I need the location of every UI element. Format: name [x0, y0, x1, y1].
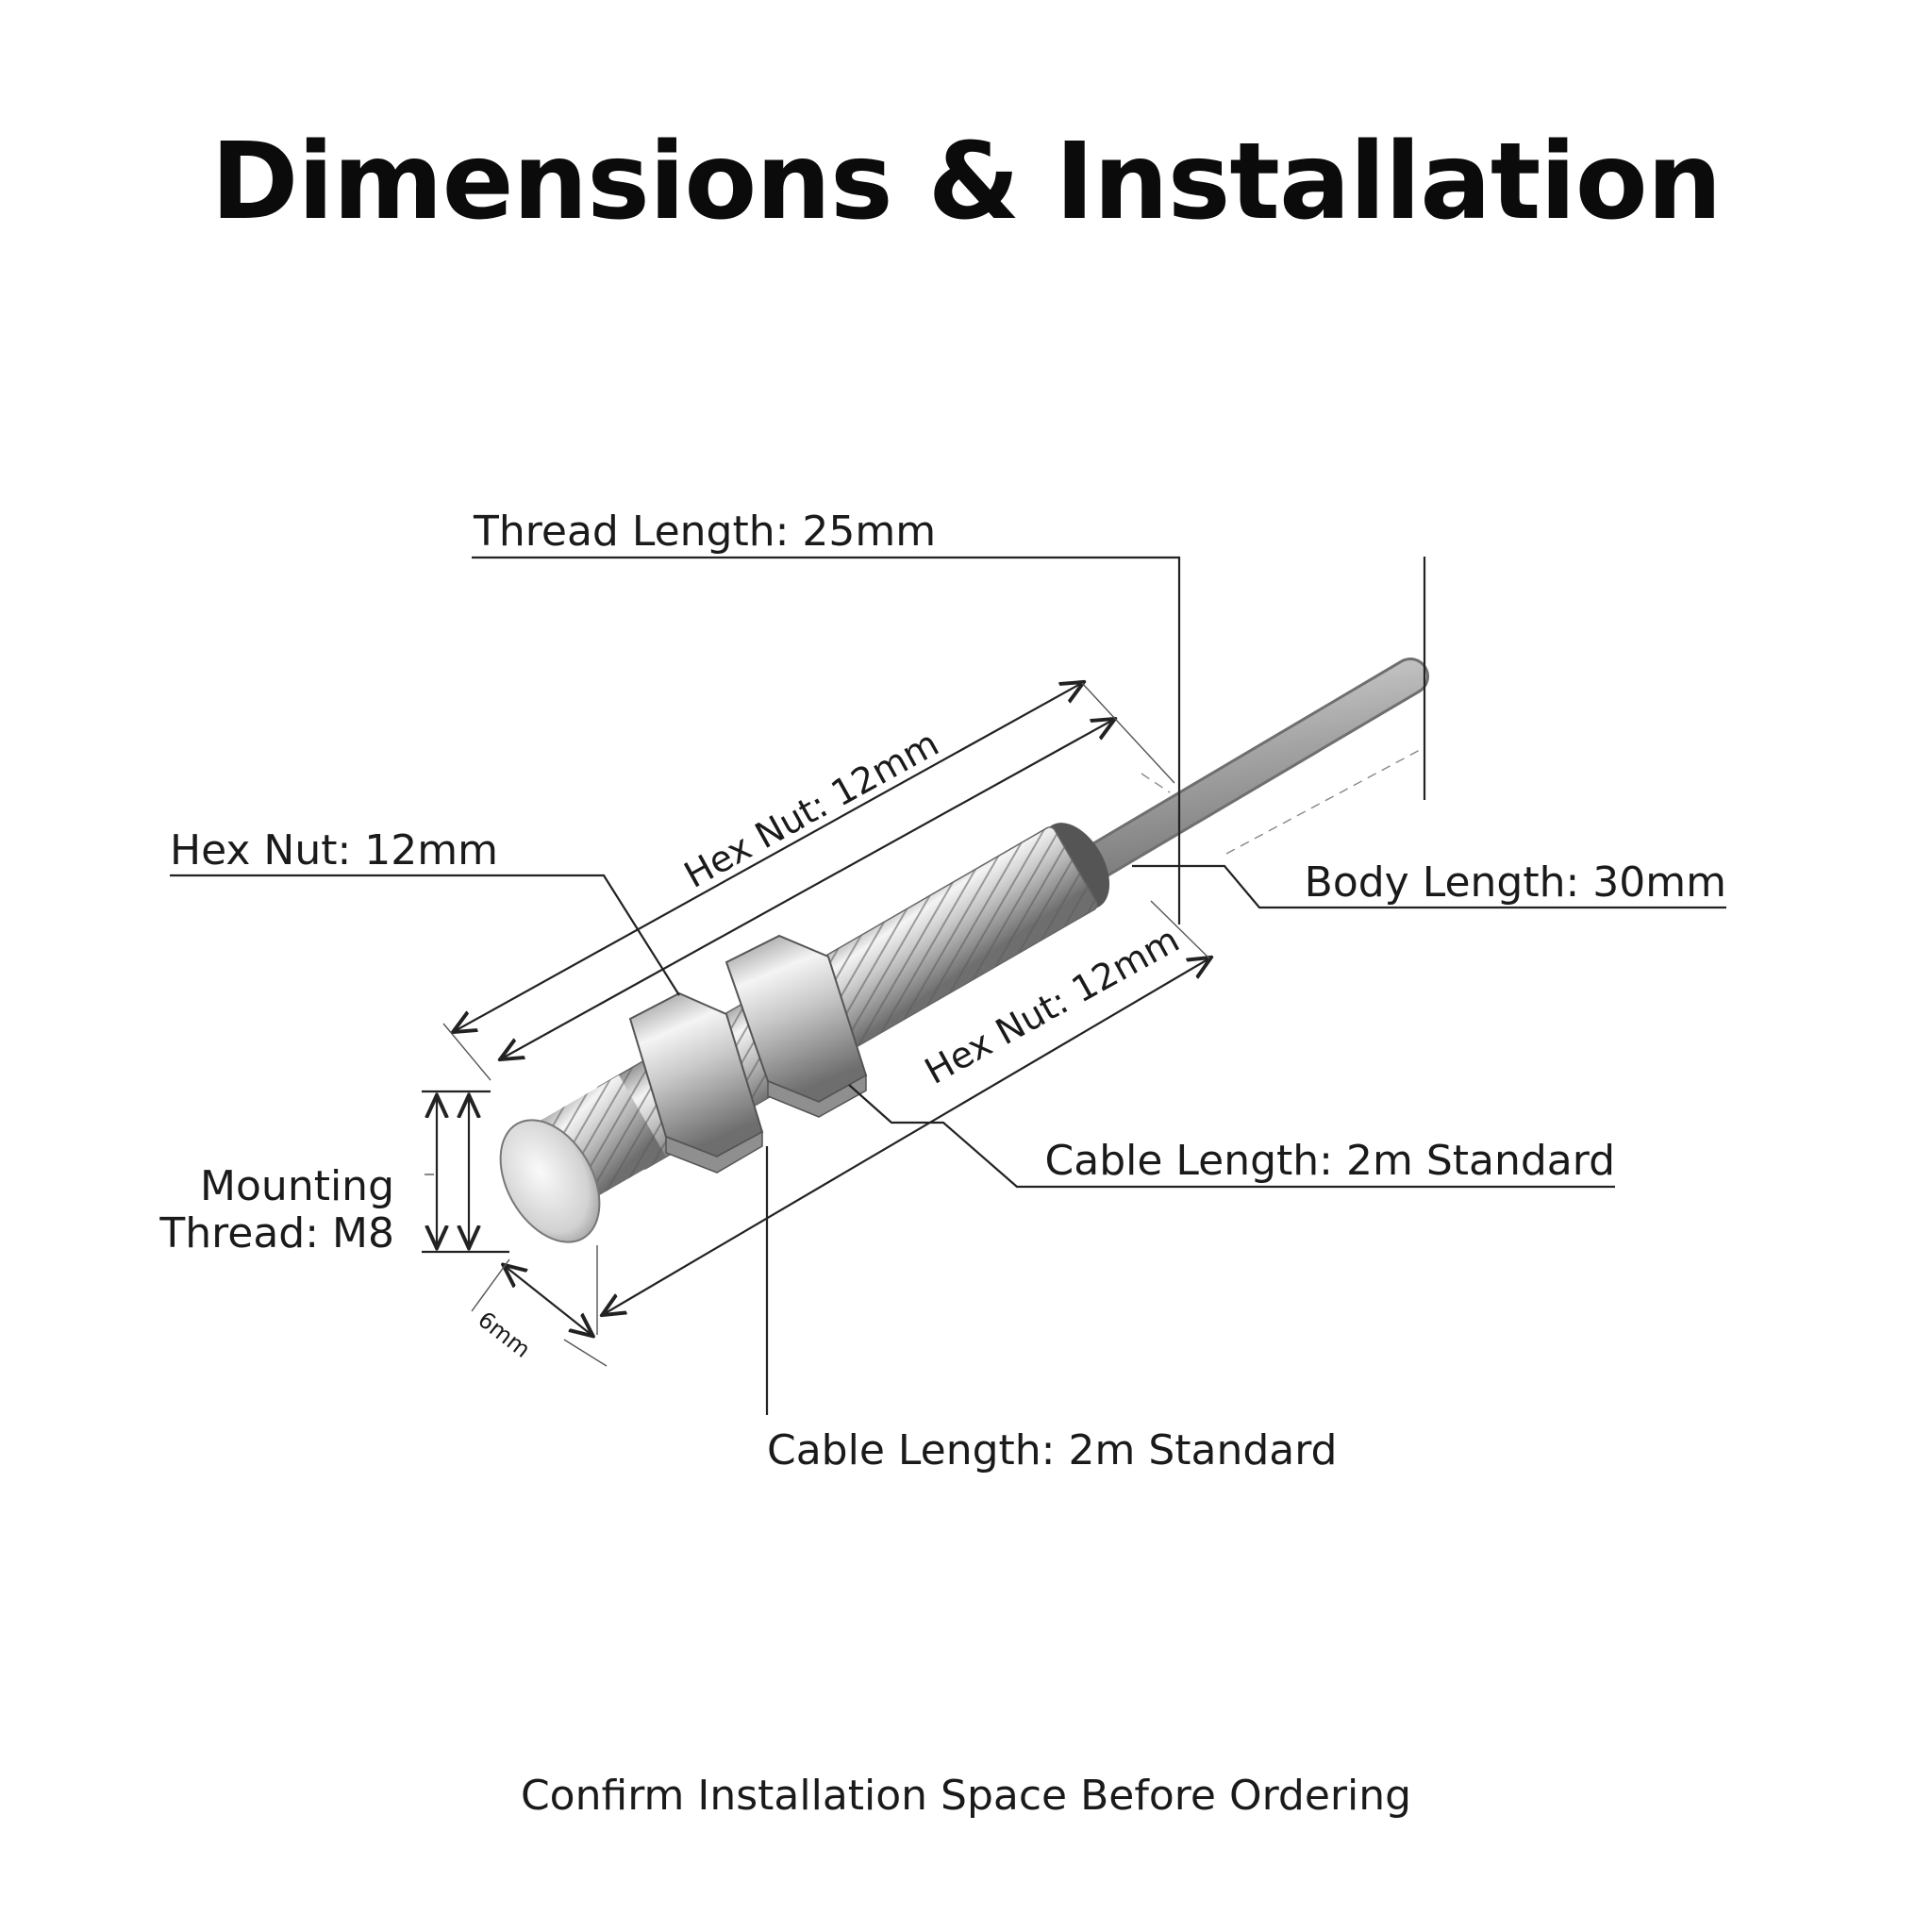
mounting-thread-label-line1: Mounting	[200, 1162, 394, 1210]
mounting-thread-label-line2: Thread: M8	[158, 1209, 394, 1257]
cable-length-label-right: Cable Length: 2m Standard	[1045, 1137, 1615, 1185]
sensor-face	[499, 1119, 601, 1243]
thread-length-label: Thread Length: 25mm	[473, 508, 936, 556]
body-length-label: Body Length: 30mm	[1305, 858, 1726, 907]
cable-length-label-bottom: Cable Length: 2m Standard	[767, 1426, 1337, 1474]
upper-hex-nut-dimension-label: Hex Nut: 12mm	[677, 723, 945, 896]
page-title: Dimensions & Installation	[210, 121, 1723, 243]
footer-note: Confirm Installation Space Before Orderi…	[520, 1772, 1412, 1820]
hex-nut-label: Hex Nut: 12mm	[170, 826, 498, 874]
front-small-dimension-label: 6mm	[473, 1307, 535, 1363]
dimension-lines	[170, 556, 1726, 1415]
sensor-cable	[1075, 658, 1429, 882]
